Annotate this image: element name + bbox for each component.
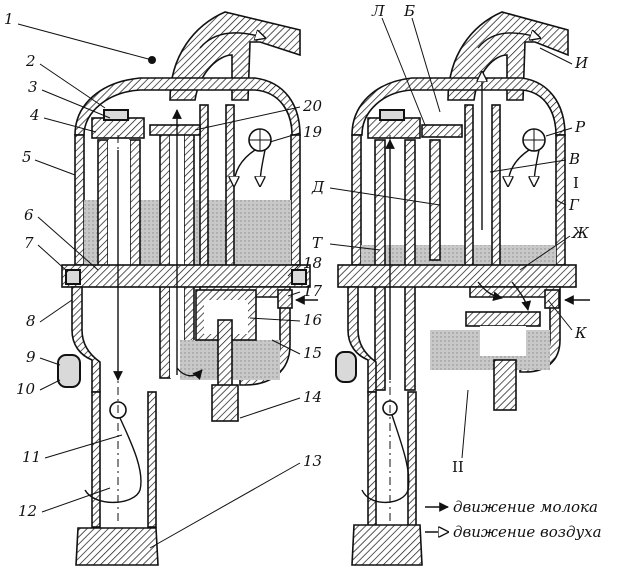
label-T: Т: [312, 234, 323, 252]
label-R: Р: [574, 118, 586, 136]
left-hook: [84, 417, 142, 504]
label-D: Д: [311, 178, 325, 196]
label-1: 1: [4, 10, 14, 28]
label-20: 20: [302, 97, 323, 115]
left-drain-nozzle: [211, 384, 239, 422]
label-4: 4: [29, 106, 40, 124]
left-labels: 1 2 3 4 5 6 7 8 9 10 11 12 13 14 15 16 1…: [4, 10, 323, 520]
label-5: 5: [22, 148, 32, 166]
label-9: 9: [26, 348, 36, 366]
label-18: 18: [303, 254, 322, 272]
left-knob: [57, 354, 81, 388]
label-2: 2: [25, 52, 36, 70]
label-10: 10: [16, 380, 36, 398]
left-side-nut: [277, 289, 293, 309]
right-unit: [335, 11, 590, 566]
label-B: Б: [403, 2, 415, 20]
left-flange: [61, 264, 311, 288]
label-Zh: Ж: [571, 224, 590, 242]
left-body-wall-r: [290, 134, 301, 266]
right-base-cup: [351, 524, 423, 566]
label-K: К: [574, 324, 587, 342]
label-7: 7: [24, 234, 34, 252]
left-leaders: [17, 23, 301, 549]
legend-milk-text: движение молока: [453, 498, 598, 516]
legend: движение молока движение воздуха: [425, 498, 602, 541]
label-3: 3: [28, 78, 38, 96]
label-15: 15: [303, 344, 322, 362]
legend-air-text: движение воздуха: [453, 523, 602, 541]
left-air-tube-r: [225, 104, 235, 286]
label-19: 19: [303, 123, 323, 141]
label-17: 17: [303, 282, 323, 300]
left-inner-tube-l: [97, 139, 109, 281]
left-riser-l: [159, 127, 171, 379]
label-G: Г: [568, 196, 580, 214]
left-unit: [57, 11, 318, 566]
label-11: 11: [22, 448, 41, 466]
label-12: 12: [18, 502, 37, 520]
right-leaders: [329, 17, 573, 459]
label-8: 8: [26, 312, 36, 330]
label-6: 6: [24, 206, 34, 224]
left-outlet-pipe: [169, 11, 301, 101]
label-V: В: [568, 150, 580, 168]
label-I-letter: И: [574, 54, 589, 72]
left-body-wall-l: [74, 134, 85, 266]
label-zone-II: II: [452, 458, 464, 476]
right-labels: Л Б И Р В I Г Д Т Ж К II: [311, 2, 590, 476]
left-inner-tube-r: [129, 139, 141, 281]
label-14: 14: [303, 388, 322, 406]
left-air-tube-l: [199, 104, 209, 286]
label-13: 13: [303, 452, 322, 470]
label-zone-I: I: [573, 174, 579, 192]
label-16: 16: [303, 311, 323, 329]
label-L: Л: [371, 2, 385, 20]
left-base-cup: [75, 527, 159, 566]
